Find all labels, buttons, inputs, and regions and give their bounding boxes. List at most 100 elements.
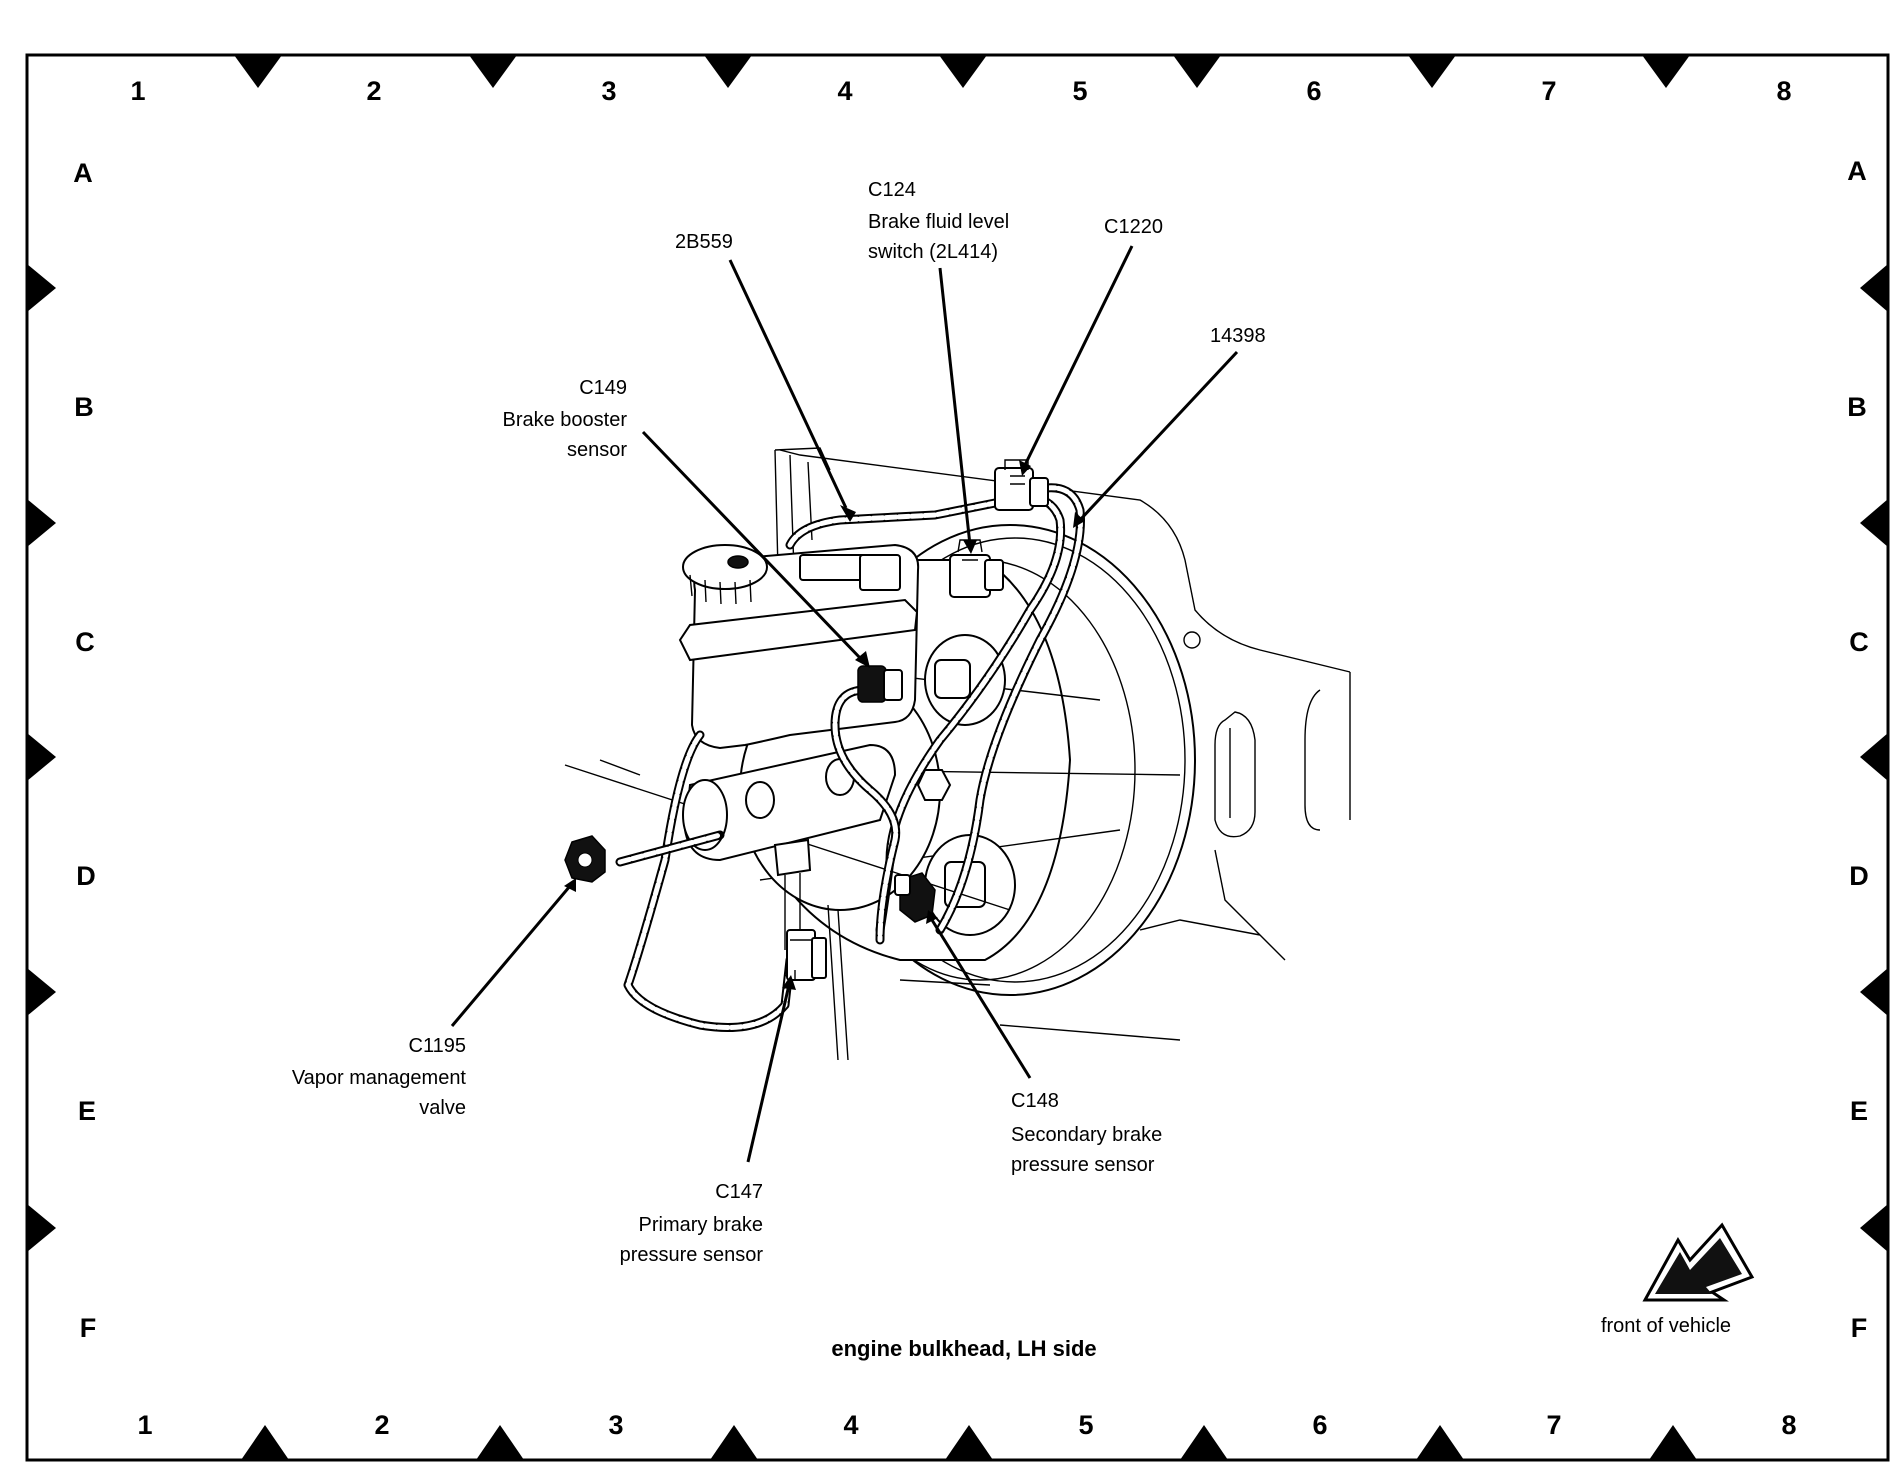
wire-harness-left-loop-pattern xyxy=(625,732,793,1030)
column-label: 6 xyxy=(1312,1410,1327,1440)
row-label: A xyxy=(1847,156,1867,186)
leader-C1195 xyxy=(450,885,572,1027)
callout-C1195: C1195 Vapor management valve xyxy=(292,1035,467,1119)
callout-description: Brake fluid level xyxy=(868,211,1009,233)
callout-label: 2B559 xyxy=(675,231,733,253)
column-label: 4 xyxy=(843,1410,858,1440)
hub-nut xyxy=(916,769,952,801)
callout-description: Secondary brake xyxy=(1011,1124,1162,1146)
column-label: 1 xyxy=(130,76,145,106)
leader-arrowhead xyxy=(1019,460,1031,476)
bracket xyxy=(774,447,831,651)
callout-label: 14398 xyxy=(1210,325,1266,347)
callout-description: Primary brake xyxy=(639,1214,763,1236)
callout-C1220: C1220 xyxy=(1104,216,1163,238)
connector-c1220 xyxy=(994,459,1049,511)
bulkhead-hole xyxy=(1183,631,1201,649)
leader-arrowhead xyxy=(926,910,938,924)
reservoir-cap-top xyxy=(727,555,749,569)
callout-C124: C124 Brake fluid level switch (2L414) xyxy=(868,179,1009,263)
grid-marker-triangle xyxy=(27,968,56,1016)
grid-marker-triangle xyxy=(945,1425,993,1460)
row-label: C xyxy=(75,627,95,657)
grid-marker-triangle xyxy=(27,1204,56,1252)
grid-marker-triangle xyxy=(704,55,752,88)
callout-label: C149 xyxy=(579,377,627,399)
stud-nut-upper xyxy=(934,659,971,699)
brake-line xyxy=(784,873,849,1061)
wire-harness-vapor-valve-pattern xyxy=(617,832,723,865)
bottom-grid-markers xyxy=(241,1425,1697,1460)
leader-arrowhead xyxy=(855,651,870,668)
column-label: 1 xyxy=(137,1410,152,1440)
leader-14398 xyxy=(1078,350,1239,522)
grid-marker-triangle xyxy=(241,1425,289,1460)
grid-marker-triangle xyxy=(1860,264,1888,312)
grid-marker-triangle xyxy=(1408,55,1456,88)
grid-marker-triangle xyxy=(939,55,987,88)
leader-C1220 xyxy=(1023,245,1134,466)
grid-marker-triangle xyxy=(27,733,56,781)
column-label: 3 xyxy=(601,76,616,106)
row-label: D xyxy=(76,861,96,891)
grid-marker-triangle xyxy=(1860,733,1888,781)
grid-marker-triangle xyxy=(1860,968,1888,1016)
port-1 xyxy=(745,781,775,819)
front-of-vehicle-label: front of vehicle xyxy=(1601,1315,1731,1337)
bottom-column-labels: 1 2 3 4 5 6 7 8 xyxy=(137,1410,1796,1440)
right-row-labels: A B C D E F xyxy=(1847,156,1869,1343)
callout-label: C124 xyxy=(868,179,916,201)
wire-harness-right-loop-pattern xyxy=(937,485,1083,933)
column-label: 5 xyxy=(1072,76,1087,106)
row-label: A xyxy=(73,158,93,188)
leader-2B559 xyxy=(728,259,848,509)
row-label: E xyxy=(78,1096,96,1126)
engine-bulkhead-illustration xyxy=(564,447,1351,1061)
bulkhead-panel xyxy=(779,449,1351,831)
top-grid-markers xyxy=(234,55,1690,88)
callout-description: Vapor management xyxy=(292,1067,467,1089)
grid-marker-triangle xyxy=(476,1425,524,1460)
connector-c124 xyxy=(949,539,1004,598)
column-label: 8 xyxy=(1776,76,1791,106)
callout-description: pressure sensor xyxy=(1011,1154,1155,1176)
grid-marker-triangle xyxy=(1860,1204,1888,1252)
callout-C148: C148 Secondary brake pressure sensor xyxy=(1011,1090,1162,1176)
grid-marker-triangle xyxy=(1860,499,1888,547)
right-grid-markers xyxy=(1860,264,1888,1252)
column-label: 5 xyxy=(1078,1410,1093,1440)
row-label: B xyxy=(74,392,94,422)
grid-marker-triangle xyxy=(469,55,517,88)
grid-marker-triangle xyxy=(1180,1425,1228,1460)
left-row-labels: A B C D E F xyxy=(73,158,96,1343)
front-of-vehicle-indicator: front of vehicle xyxy=(1601,1222,1755,1337)
bulkhead-lower-edge xyxy=(899,849,1286,1041)
callout-C147: C147 Primary brake pressure sensor xyxy=(620,1181,764,1266)
connector-reservoir-top xyxy=(799,554,901,591)
grid-marker-triangle xyxy=(1649,1425,1697,1460)
brake-line-fitting xyxy=(773,838,812,877)
callout-14398: 14398 xyxy=(1210,325,1266,347)
reservoir-cap-ribs xyxy=(689,574,752,605)
grid-marker-triangle xyxy=(1173,55,1221,88)
callout-description: Brake booster xyxy=(502,409,627,431)
grid-marker-triangle xyxy=(1416,1425,1464,1460)
leader-C124 xyxy=(938,267,972,546)
arrow-front-of-vehicle-icon xyxy=(1642,1222,1755,1302)
leader-C149 xyxy=(641,430,864,662)
row-label: B xyxy=(1847,392,1867,422)
top-column-labels: 1 2 3 4 5 6 7 8 xyxy=(130,76,1791,106)
grid-marker-triangle xyxy=(1642,55,1690,88)
column-label: 7 xyxy=(1546,1410,1561,1440)
connector-c149 xyxy=(857,665,903,703)
callout-label: C1195 xyxy=(409,1035,466,1057)
column-label: 4 xyxy=(837,76,852,106)
row-label: E xyxy=(1850,1096,1868,1126)
bulkhead-slot xyxy=(1214,711,1256,838)
reservoir-cap xyxy=(682,544,768,590)
grid-marker-triangle xyxy=(27,499,56,547)
callout-description: sensor xyxy=(567,439,627,461)
leader-arrowhead xyxy=(1073,512,1085,528)
leader-C148 xyxy=(930,919,1032,1079)
